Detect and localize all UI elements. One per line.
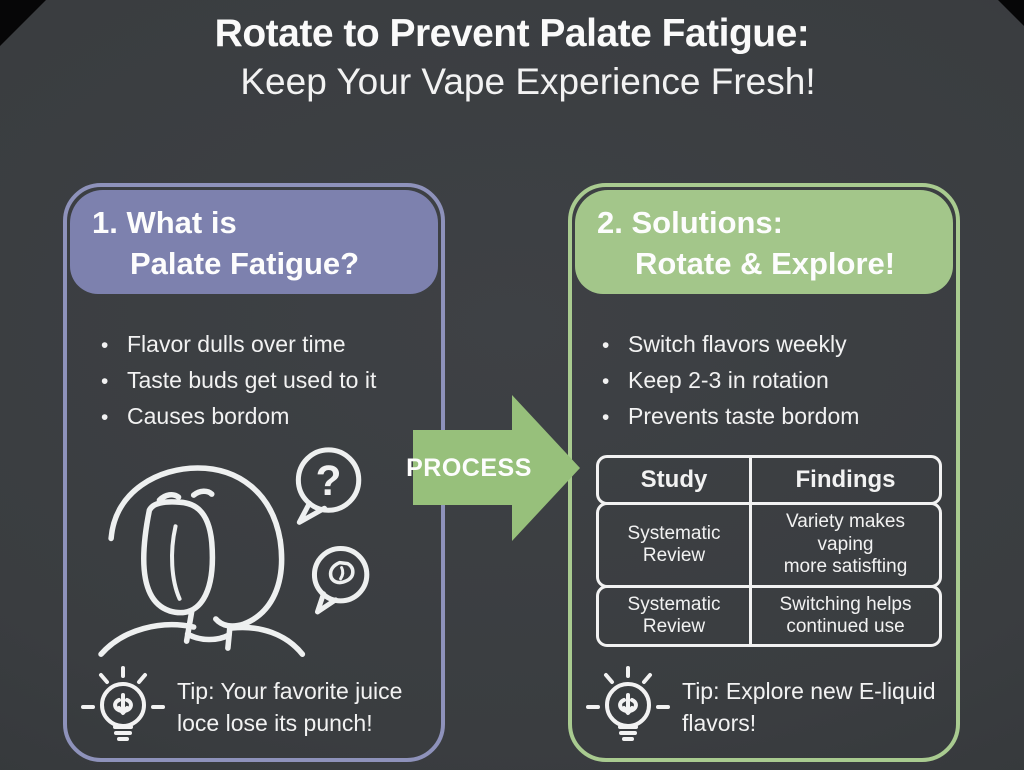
process-arrow: PROCESS xyxy=(406,393,583,543)
bullet-dot: • xyxy=(602,370,610,393)
bullet-dot: • xyxy=(101,406,109,429)
table-header-findings: Findings xyxy=(795,466,896,493)
panel-what-is-palate-fatigue: 1. What is Palate Fatigue? • Flavor dull… xyxy=(63,183,445,762)
tip-line-2: loce lose its punch! xyxy=(177,710,373,736)
panel-solutions: 2. Solutions: Rotate & Explore! • Switch… xyxy=(568,183,960,762)
title-block: Rotate to Prevent Palate Fatigue: Keep Y… xyxy=(0,10,1024,105)
table-cell-study: Systematic Review xyxy=(599,587,752,645)
left-panel-header: 1. What is Palate Fatigue? xyxy=(70,190,438,294)
study-findings-table: Study Findings Systematic Review Variety… xyxy=(596,455,942,648)
table-header-row: Study Findings xyxy=(596,455,942,506)
table-row: Systematic Review Switching helps contin… xyxy=(596,584,942,648)
bullet-dot: • xyxy=(602,334,610,357)
list-item: • Taste buds get used to it xyxy=(101,363,433,399)
bullet-text: Flavor dulls over time xyxy=(127,331,346,357)
question-mark: ? xyxy=(316,457,342,504)
bullet-text: Causes bordom xyxy=(127,403,290,429)
bullet-dot: • xyxy=(101,334,109,357)
person-tongue-out-icon: ? xyxy=(98,447,370,657)
right-panel-bullet-list: • Switch flavors weekly • Keep 2-3 in ro… xyxy=(602,327,948,435)
bullet-text: Prevents taste bordom xyxy=(628,403,860,429)
list-item: • Flavor dulls over time xyxy=(101,327,433,363)
list-item: • Switch flavors weekly xyxy=(602,327,948,363)
table-cell-finding: Variety makes vaping more satisfting xyxy=(752,505,939,584)
right-panel-heading-line2: Rotate & Explore! xyxy=(635,245,896,281)
bullet-text: Switch flavors weekly xyxy=(628,331,847,357)
right-panel-tip: Tip: Explore new E-liquid flavors! xyxy=(586,665,950,749)
corner-artifact-top-left xyxy=(0,0,46,46)
list-item: • Prevents taste bordom xyxy=(602,399,948,435)
finding-line: Switching helps xyxy=(779,593,912,615)
page-title: Rotate to Prevent Palate Fatigue: xyxy=(214,12,810,55)
bullet-text: Taste buds get used to it xyxy=(127,367,377,393)
lightbulb-icon xyxy=(586,666,670,741)
tip-text: Tip: Your favorite juice loce lose its p… xyxy=(177,675,402,739)
tip-text: Tip: Explore new E-liquid flavors! xyxy=(682,675,936,739)
right-arrow-icon xyxy=(413,395,580,541)
process-arrow-label: PROCESS xyxy=(406,453,532,482)
confused-person-illustration: ? xyxy=(95,439,397,657)
question-speech-bubble: ? xyxy=(295,447,362,525)
table-header-study: Study xyxy=(599,458,752,503)
lightbulb-icon xyxy=(81,666,165,741)
left-panel-heading-line2: Palate Fatigue? xyxy=(130,245,360,281)
finding-line: continued use xyxy=(786,615,905,637)
page-subtitle: Keep Your Vape Experience Fresh! xyxy=(240,60,816,102)
list-item: • Causes bordom xyxy=(101,399,433,435)
table-cell-study: Systematic Review xyxy=(599,505,752,585)
table-cell-finding: Switching helps continued use xyxy=(752,588,939,645)
left-panel-tip: Tip: Your favorite juice loce lose its p… xyxy=(81,665,435,749)
tongue-speech-bubble xyxy=(311,545,370,615)
finding-line: more satisfting xyxy=(783,556,908,578)
bullet-text: Keep 2-3 in rotation xyxy=(628,367,829,393)
table-row: Systematic Review Variety makes vaping m… xyxy=(596,502,942,588)
list-item: • Keep 2-3 in rotation xyxy=(602,363,948,399)
corner-artifact-top-right xyxy=(998,0,1024,26)
bullet-dot: • xyxy=(602,406,610,429)
left-panel-heading-line1: 1. What is xyxy=(92,205,237,240)
finding-line: Variety makes vaping xyxy=(786,511,905,555)
left-panel-bullet-list: • Flavor dulls over time • Taste buds ge… xyxy=(101,327,433,435)
right-panel-header: 2. Solutions: Rotate & Explore! xyxy=(575,190,953,294)
tip-line-1: Tip: Your favorite juice xyxy=(177,678,403,704)
tip-line-2: flavors! xyxy=(682,710,757,736)
right-panel-heading-line1: 2. Solutions: xyxy=(597,205,783,240)
tip-line-1: Tip: Explore new E-liquid xyxy=(682,678,936,704)
bullet-dot: • xyxy=(101,370,109,393)
